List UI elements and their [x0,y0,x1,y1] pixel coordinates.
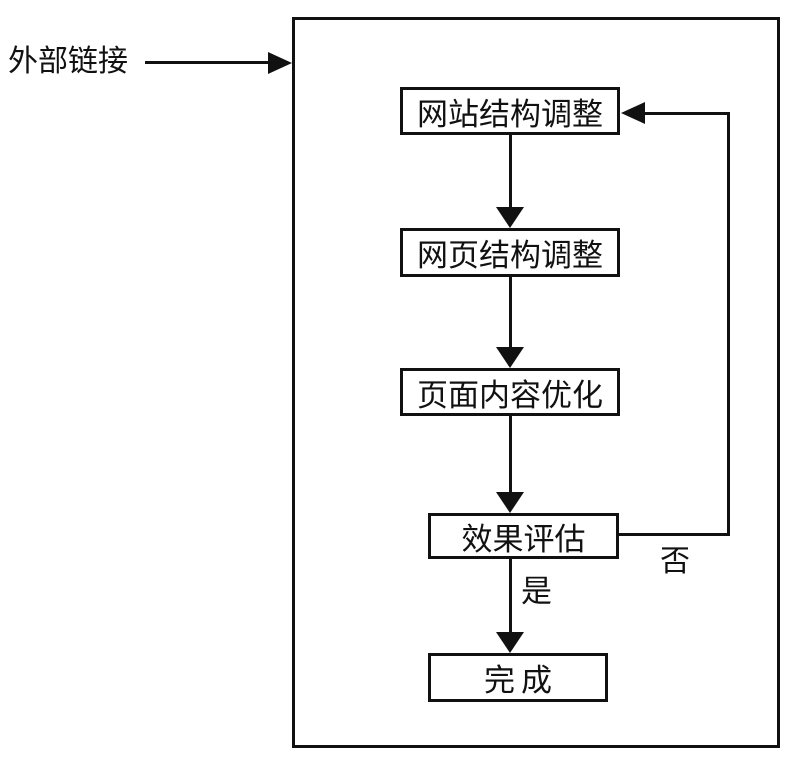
node-label: 页面内容优化 [417,377,603,413]
arrow-down-icon-3 [496,492,524,513]
loop-line-top [644,112,730,115]
loop-line-bottom [618,533,730,536]
connector-line-1 [509,134,512,208]
external-arrow-line [145,61,271,64]
node-site-structure-adjust: 网站结构调整 [400,87,620,135]
node-page-structure-adjust: 网页结构调整 [400,228,620,277]
node-label: 网站结构调整 [417,96,603,132]
arrow-down-icon-4 [496,632,524,653]
arrow-down-icon-2 [496,347,524,368]
node-effect-evaluation: 效果评估 [428,513,619,559]
system-boundary-box [292,17,780,748]
arrow-left-icon [621,102,645,124]
connector-line-4 [509,558,512,633]
connector-line-2 [509,276,512,348]
loop-line-vertical [727,112,730,536]
node-label: 效果评估 [461,521,586,557]
yes-branch-label: 是 [521,574,552,609]
node-page-content-optimize: 页面内容优化 [400,368,620,416]
external-links-label: 外部链接 [8,45,128,78]
no-branch-label: 否 [660,545,690,578]
connector-line-3 [509,415,512,493]
external-arrow-right-icon [268,52,292,74]
node-done: 完成 [428,653,608,702]
node-label: 完成 [484,663,558,698]
node-label: 网页结构调整 [417,238,603,273]
arrow-down-icon-1 [496,207,524,228]
